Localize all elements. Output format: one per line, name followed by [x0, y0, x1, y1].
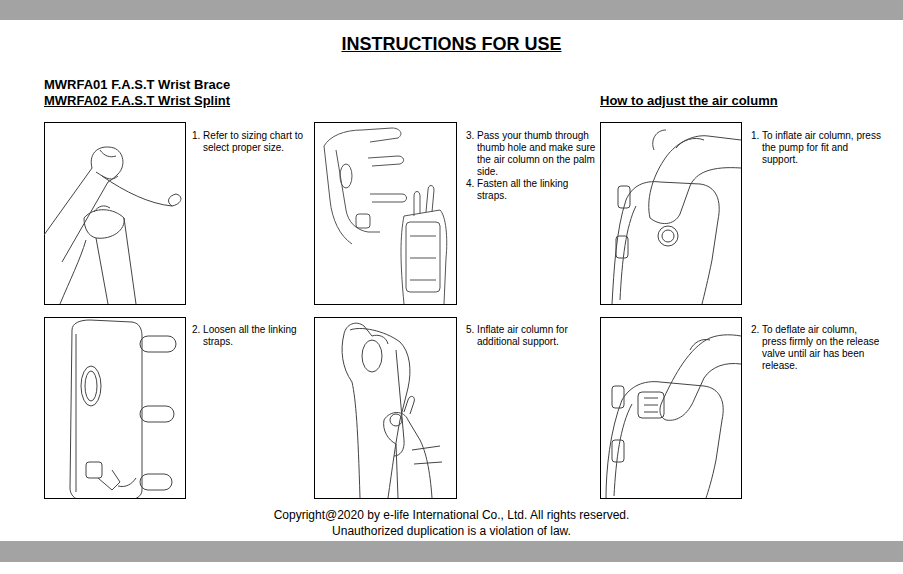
- step-text: 1. Refer to sizing chart to select prope…: [192, 130, 310, 154]
- step-text: 5. Inflate air column for additional sup…: [466, 324, 596, 348]
- page-title: INSTRUCTIONS FOR USE: [0, 33, 903, 55]
- product-heading: MWRFA01 F.A.S.T Wrist Brace: [44, 77, 230, 93]
- putting-on-brace-sketch: [324, 128, 447, 304]
- top-bar: [0, 0, 903, 20]
- step-text: 2. Loosen all the linking straps.: [192, 324, 310, 348]
- step-text: 2. To deflate air column, press firmly o…: [751, 324, 883, 372]
- step-text: 3. Pass your thumb through thumb hole an…: [466, 130, 596, 178]
- step-text: 1. To inflate air column, press the pump…: [751, 130, 883, 166]
- valve-release-sketch: [606, 335, 741, 498]
- open-brace-sketch: [70, 320, 176, 498]
- section-heading: How to adjust the air column: [600, 93, 778, 109]
- bottom-bar: [0, 541, 903, 562]
- copyright-note: Copyright@2020 by e-life International C…: [0, 508, 903, 523]
- panel-frames: [45, 123, 742, 499]
- inflating-brace-sketch: [342, 323, 442, 498]
- legal-note: Unauthorized duplication is a violation …: [0, 524, 903, 539]
- product-heading: MWRFA02 F.A.S.T Wrist Splint: [44, 93, 230, 109]
- step-text: 4. Fasten all the linking straps.: [466, 178, 596, 202]
- pump-press-sketch: [612, 130, 741, 304]
- measuring-wrist-sketch: [44, 147, 181, 304]
